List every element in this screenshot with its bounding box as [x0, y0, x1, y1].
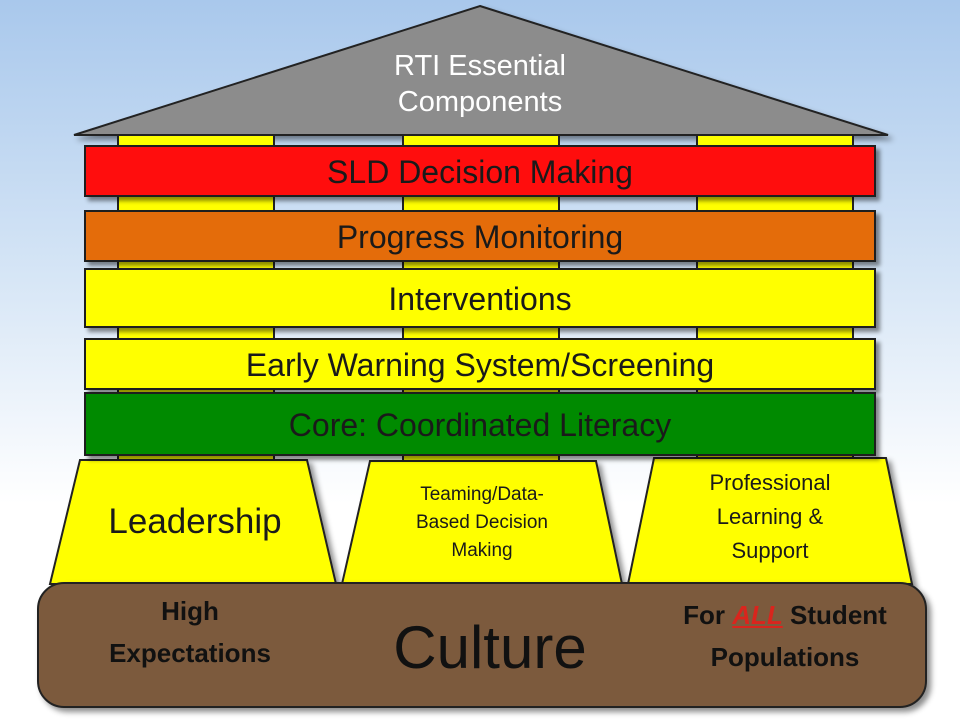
pillar-professional-learning-label: Professional Learning & Support [650, 466, 890, 568]
pillar-leadership-label: Leadership [70, 500, 320, 544]
foundation-right-prefix: For [683, 600, 733, 630]
foundation-left-line-1: High [161, 596, 219, 626]
band-label: Early Warning System/Screening [245, 347, 715, 383]
band-core-literacy: Core: Coordinated Literacy [84, 392, 876, 456]
foundation-right-line-1: For ALL Student [640, 594, 930, 636]
foundation-right-line-2: Populations [710, 642, 860, 672]
band-label: Interventions [388, 281, 572, 317]
band-label: Progress Monitoring [336, 219, 624, 255]
pillar-text-line: Making [451, 540, 513, 561]
roof-title: RTI Essential Components [330, 48, 630, 120]
band-progress-monitoring: Progress Monitoring [84, 210, 876, 262]
foundation-left-text: High Expectations [80, 590, 300, 674]
band-label: SLD Decision Making [327, 154, 633, 190]
foundation-right-emphasis: ALL [732, 600, 783, 630]
pillar-text-line: Professional [709, 470, 831, 495]
band-interventions: Interventions [84, 268, 876, 328]
band-sld-decision-making: SLD Decision Making [84, 145, 876, 197]
foundation-title: Culture [393, 614, 587, 681]
foundation-left-line-2: Expectations [109, 638, 271, 668]
pillar-text-line: Leadership [108, 502, 282, 541]
roof-title-line-1: RTI Essential [394, 50, 566, 82]
pillar-text-line: Based Decision [415, 512, 549, 533]
pillar-teaming-label: Teaming/Data- Based Decision Making [372, 481, 592, 565]
pillar-text-line: Support [731, 538, 809, 563]
foundation-right-suffix: Student [782, 600, 887, 630]
band-early-warning-screening: Early Warning System/Screening [84, 338, 876, 390]
pillar-text-line: Learning & [716, 504, 824, 529]
foundation-right-text: For ALL Student Populations [640, 594, 930, 678]
pillar-text-line: Teaming/Data- [420, 484, 544, 505]
roof-title-line-2: Components [397, 86, 563, 118]
foundation-shape [37, 582, 927, 708]
pillar-professional-shape [626, 457, 914, 585]
band-label: Core: Coordinated Literacy [288, 407, 672, 443]
